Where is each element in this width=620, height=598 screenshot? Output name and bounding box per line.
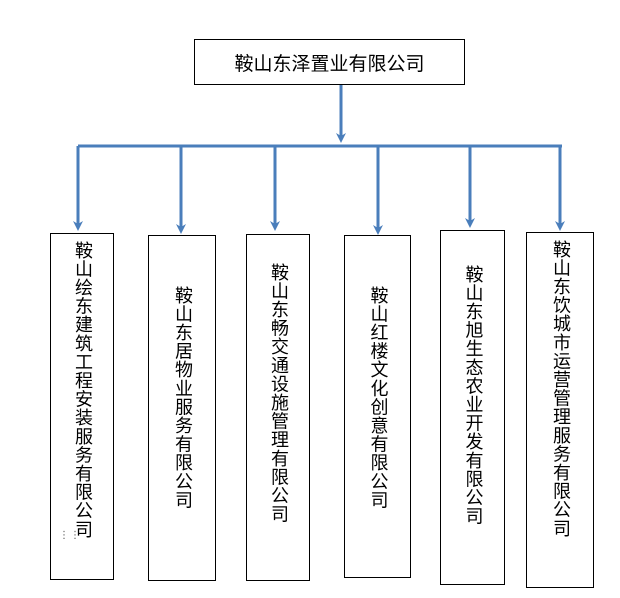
child-node-honglou-culture[interactable]: 鞍山红楼文化创意有限公司 — [344, 235, 411, 578]
connector-lines — [73, 85, 565, 235]
root-node[interactable]: 鞍山东泽置业有限公司 — [194, 39, 465, 85]
child-node-huidong-construction[interactable]: 鞍山绘东建筑工程安装服务有限公司 — [50, 233, 114, 580]
root-node-label: 鞍山东泽置业有限公司 — [234, 52, 425, 75]
drag-handle-icon[interactable]: ⋮⋮ — [59, 531, 80, 547]
child-node-dongchang-traffic[interactable]: 鞍山东畅交通设施管理有限公司 — [246, 234, 310, 581]
child-node-label: 鞍山绘东建筑工程安装服务有限公司 — [72, 241, 93, 539]
child-node-label: 鞍山东居物业服务有限公司 — [172, 286, 193, 510]
child-node-dongju-property[interactable]: 鞍山东居物业服务有限公司 — [148, 235, 216, 581]
child-node-label: 鞍山东旭生态农业开发有限公司 — [462, 265, 484, 526]
child-node-dongxu-agriculture[interactable]: 鞍山东旭生态农业开发有限公司 — [440, 230, 505, 585]
child-node-label: 鞍山东饮城市运营管理服务有限公司 — [550, 240, 571, 538]
child-node-label: 鞍山东畅交通设施管理有限公司 — [268, 263, 289, 524]
child-node-dongyin-city-operation[interactable]: 鞍山东饮城市运营管理服务有限公司 — [526, 232, 594, 588]
child-node-label: 鞍山红楼文化创意有限公司 — [367, 286, 389, 510]
